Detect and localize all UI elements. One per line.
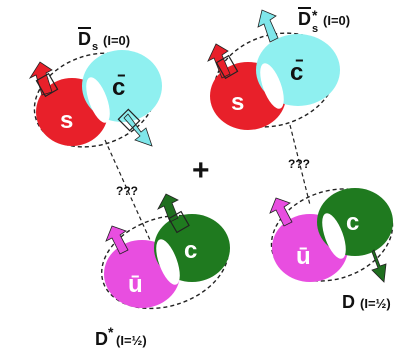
ds-star-strange-label: s — [231, 89, 244, 116]
d-antiup-label: ū — [296, 243, 311, 270]
ds-anticharm-label: c̄ — [112, 74, 125, 101]
ds-strange-label: s — [60, 107, 73, 134]
link-dsstar-to-d-label: ??? — [288, 157, 310, 171]
ds-name-label: D s (I=0) — [78, 28, 130, 53]
d-meson: ū c D (I=½) — [259, 174, 404, 312]
ds-symbol: D — [78, 29, 91, 49]
ds-meson: s c̄ D s (I=0) — [22, 28, 168, 162]
d-star-symbol: D — [95, 329, 108, 349]
d-charm-label: c — [346, 209, 359, 236]
ds-subscript: s — [92, 41, 98, 53]
ds-star-superscript: * — [312, 7, 318, 23]
d-isospin: (I=½) — [360, 296, 391, 311]
d-star-meson: ū c D * (I=½) — [90, 194, 241, 349]
ds-star-anticharm-label: c̄ — [290, 59, 303, 86]
d-name-label: D (I=½) — [342, 292, 391, 312]
d-charm-spin-arrow — [372, 250, 386, 282]
ds-star-isospin: (I=0) — [323, 13, 350, 28]
plus-sign: + — [192, 154, 210, 187]
ds-star-name-label: D * s (I=0) — [298, 7, 350, 35]
ds-star-meson: s c̄ D * s (I=0) — [202, 7, 350, 142]
ds-star-symbol: D — [298, 9, 311, 29]
d-symbol: D — [342, 292, 355, 312]
ds-isospin: (I=0) — [103, 33, 130, 48]
link-ds-to-dstar-label: ??? — [116, 184, 138, 198]
d-star-antiup-label: ū — [128, 271, 143, 298]
d-star-superscript: * — [108, 324, 114, 340]
ds-star-subscript: s — [312, 23, 318, 35]
d-star-name-label: D * (I=½) — [95, 324, 147, 349]
d-antiup-spin-arrow — [270, 198, 292, 226]
d-star-charm-label: c — [184, 237, 197, 264]
ds-strange-spin-arrow — [30, 62, 58, 96]
d-star-isospin: (I=½) — [116, 333, 147, 348]
